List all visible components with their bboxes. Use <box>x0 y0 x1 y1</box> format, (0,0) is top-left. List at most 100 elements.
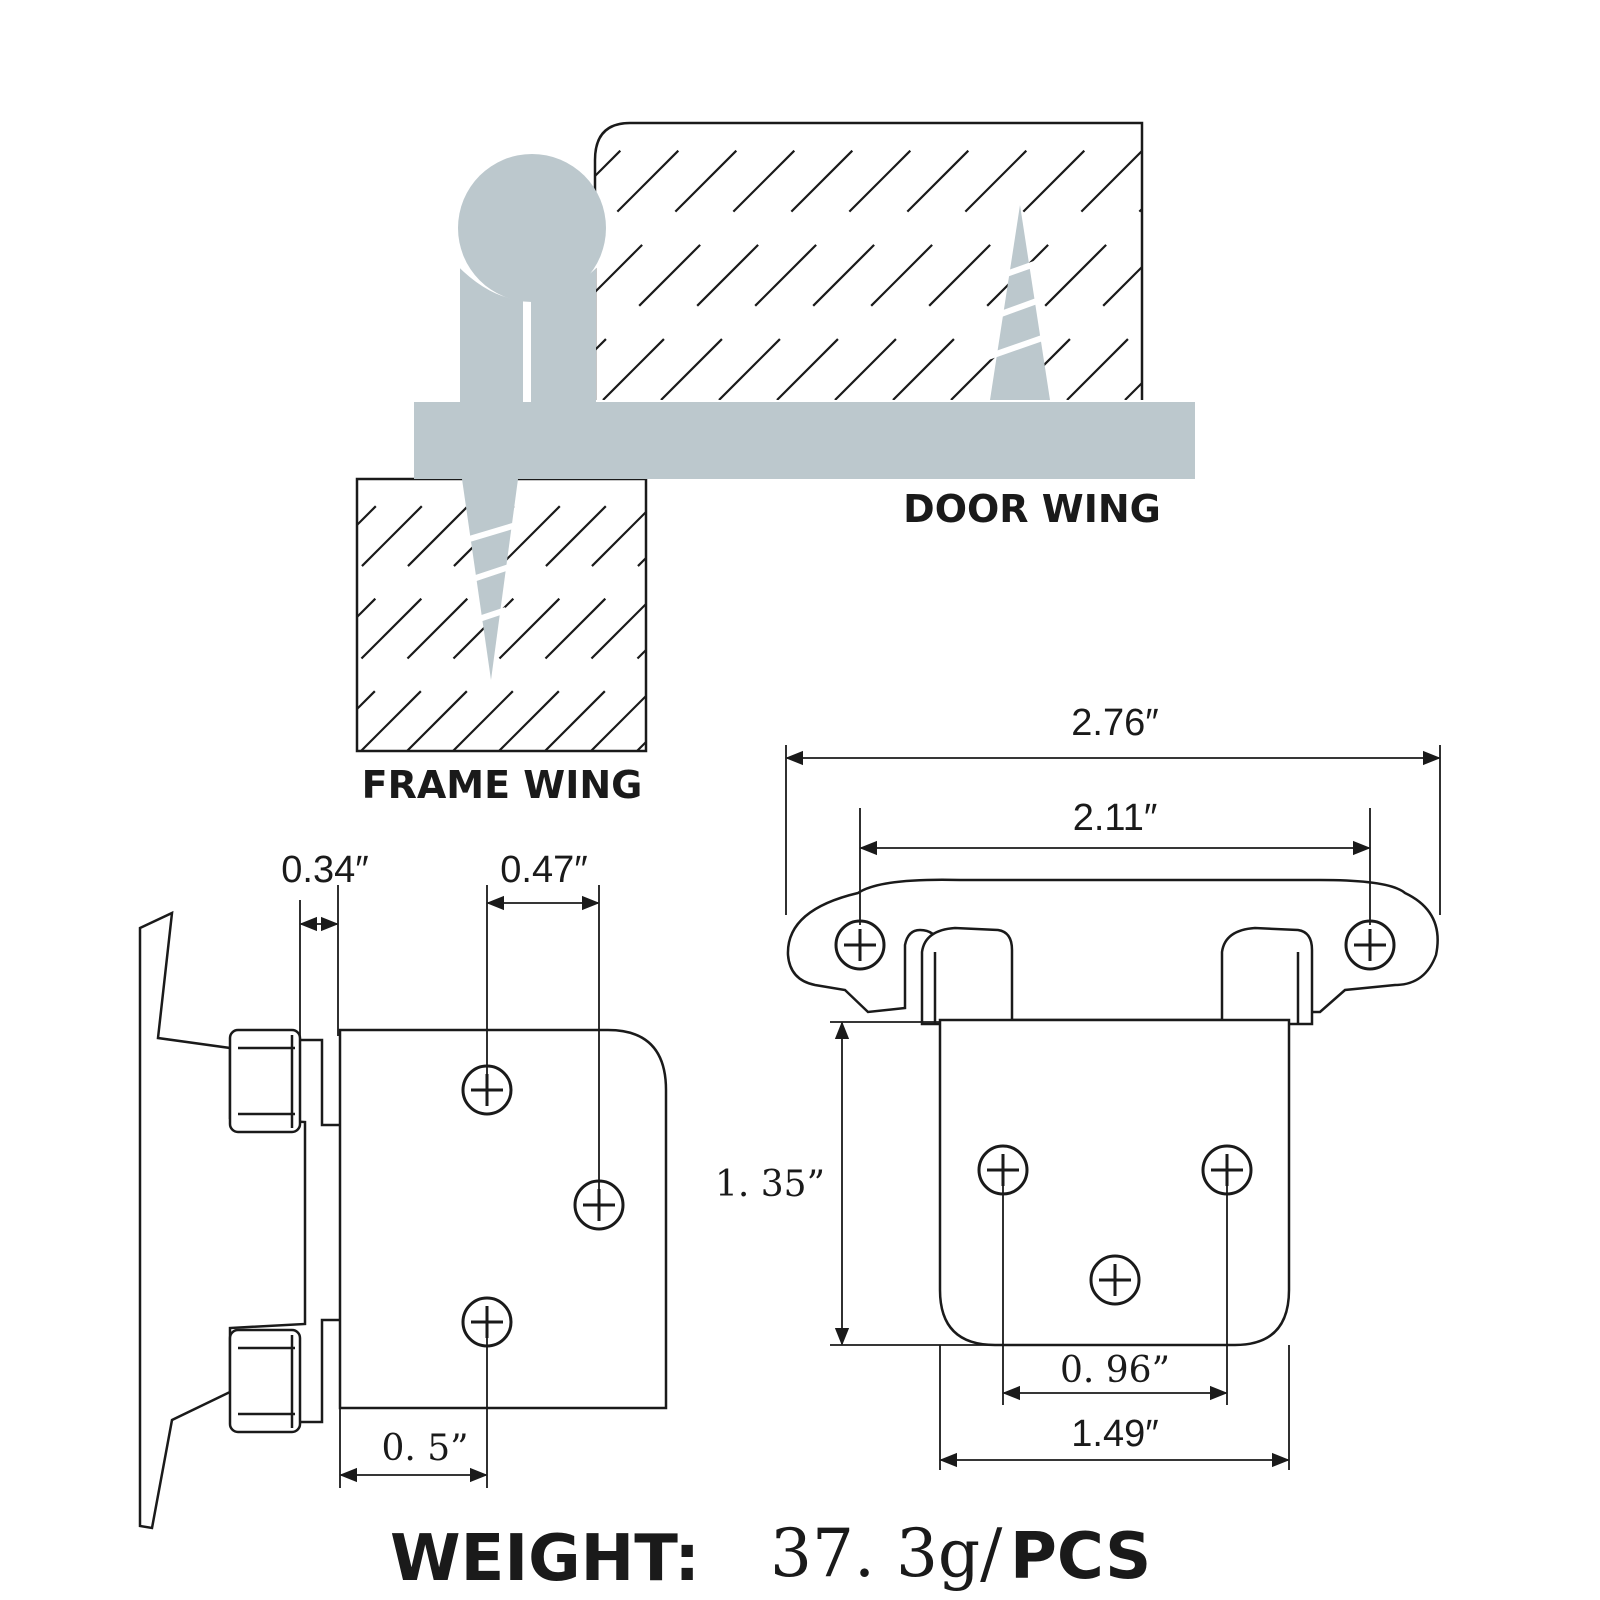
weight-unit: PCS <box>1010 1520 1151 1594</box>
hatch-line <box>660 338 723 400</box>
hatch-line <box>790 149 854 213</box>
hatch-line <box>1080 149 1142 213</box>
hatch-line <box>684 506 744 566</box>
hatch-line <box>452 690 514 751</box>
screw-hole <box>1089 1254 1141 1306</box>
hatch-line <box>499 505 561 567</box>
hatch-line <box>821 599 881 659</box>
hatch-line <box>1487 151 1548 212</box>
hatch-line <box>867 691 927 751</box>
hatch-line <box>131 691 191 751</box>
hatch-line <box>1124 338 1142 400</box>
hatch-line <box>892 338 955 400</box>
hatch-line <box>1415 339 1476 400</box>
hatch-line <box>683 599 743 659</box>
hatch-line <box>683 691 743 751</box>
hatch-line <box>357 690 376 711</box>
weight-caption: WEIGHT: 37. 3g/ PCS <box>390 1515 1151 1596</box>
hatch-line <box>821 691 881 751</box>
hatch-line <box>812 244 875 307</box>
hatch-line <box>223 691 283 751</box>
hatch-line <box>360 690 422 751</box>
hatch-line <box>545 505 607 567</box>
weight-value: 37. 3g/ <box>770 1515 1003 1592</box>
hatch-line <box>638 244 701 307</box>
hinge-leaf-plate <box>414 402 1195 479</box>
hatch-line <box>674 149 738 213</box>
hatch-line <box>1219 245 1280 306</box>
hatch-line <box>406 690 468 751</box>
hatch-line <box>906 149 970 213</box>
hatch-line <box>696 244 759 307</box>
hatch-line <box>822 506 882 566</box>
hatch-line <box>848 149 912 213</box>
hatch-line <box>1277 245 1338 306</box>
hatch-line <box>407 505 469 567</box>
hatch-line <box>602 338 665 400</box>
hatch-line <box>732 149 796 213</box>
hatch-line <box>177 691 237 751</box>
hatch-line <box>1451 245 1512 306</box>
door-screw <box>984 205 1050 400</box>
mounting-flange <box>138 910 307 1530</box>
hatch-line <box>959 599 1019 659</box>
hatch-line <box>776 506 836 566</box>
hatch-line <box>591 510 646 567</box>
dim-2-11-label: 2.11″ <box>1073 797 1158 839</box>
hatch-line <box>1313 151 1374 212</box>
hatch-line <box>269 599 329 659</box>
dim-1-49-label: 1.49″ <box>1071 1413 1158 1455</box>
cross-section-view: DOOR WING FRAME WING <box>85 121 1600 807</box>
hatch-line <box>1005 599 1065 659</box>
hatch-line <box>1161 245 1222 306</box>
front-view <box>785 745 1441 1470</box>
hatch-line <box>754 244 817 307</box>
door-wing-label: DOOR WING <box>903 487 1161 531</box>
hatch-line <box>85 691 145 751</box>
hatch-line <box>1241 339 1302 400</box>
hinge-knuckle <box>456 154 606 407</box>
hatch-line <box>1066 338 1129 400</box>
frame-screw <box>462 479 518 680</box>
hatch-line <box>1429 151 1490 212</box>
dim-1-35-label: 1. 35” <box>715 1164 825 1205</box>
hatch-line <box>775 599 835 659</box>
frame-wing-label: FRAME WING <box>362 763 643 807</box>
hatch-line <box>357 505 377 527</box>
hatch-line <box>1197 151 1258 212</box>
hatch-line <box>1357 339 1418 400</box>
hatch-line <box>590 602 646 660</box>
hatch-line <box>177 599 237 659</box>
hatch-line <box>1545 151 1600 212</box>
hatch-line <box>718 338 781 400</box>
hatch-line <box>964 149 1028 213</box>
hatch-line <box>361 505 423 567</box>
hatch-line <box>870 244 933 307</box>
hatch-line <box>1022 149 1086 213</box>
hatch-line <box>223 599 283 659</box>
front-top-flange <box>786 878 1439 1022</box>
hatch-line <box>1393 245 1454 306</box>
hatch-line <box>1102 244 1142 307</box>
weight-label: WEIGHT: <box>390 1522 700 1596</box>
hatch-line <box>1335 245 1396 306</box>
hatch-line <box>270 506 330 566</box>
hatch-line <box>1044 244 1107 307</box>
hatch-line <box>406 597 469 660</box>
hatch-line <box>730 506 790 566</box>
screw-hole <box>1344 919 1396 971</box>
hatch-line <box>729 691 789 751</box>
hatch-line <box>360 597 423 660</box>
hatch-line <box>498 597 561 660</box>
hatch-line <box>371 339 432 400</box>
hatch-line <box>1299 339 1360 400</box>
side-view <box>138 885 668 1530</box>
hatch-line <box>544 597 607 660</box>
hatch-line <box>1371 151 1432 212</box>
hatch-line <box>1138 149 1142 213</box>
side-leaf-plate <box>338 1028 668 1410</box>
hatch-line <box>729 599 789 659</box>
hatch-line <box>544 690 606 751</box>
front-leaf-plate <box>938 1018 1291 1347</box>
